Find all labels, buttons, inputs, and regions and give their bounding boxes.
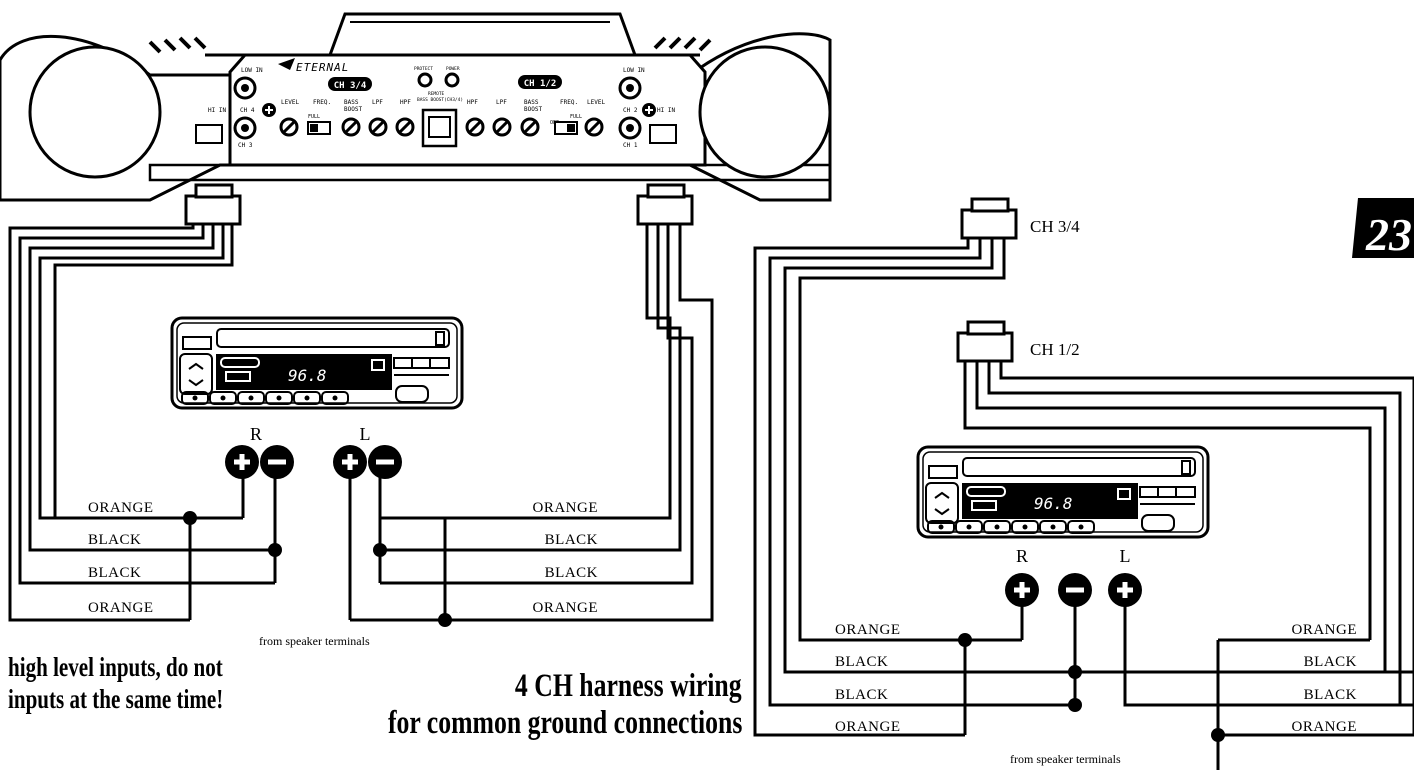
svg-text:CH 4: CH 4 xyxy=(240,107,255,114)
warning-line-1: high level inputs, do not xyxy=(8,652,223,682)
svg-text:POWER: POWER xyxy=(446,66,460,72)
svg-text:FREQ.: FREQ. xyxy=(313,99,331,106)
svg-text:BLACK: BLACK xyxy=(835,687,888,703)
svg-text:ORANGE: ORANGE xyxy=(88,500,154,516)
svg-text:BLACK: BLACK xyxy=(88,565,141,581)
left-wire-junctions xyxy=(183,511,452,627)
svg-text:FULL: FULL xyxy=(570,114,582,120)
svg-text:CH 3: CH 3 xyxy=(238,142,253,149)
svg-text:BASS: BASS xyxy=(344,99,359,106)
svg-text:CH 1: CH 1 xyxy=(623,142,638,149)
svg-text:BLACK: BLACK xyxy=(1304,687,1357,703)
ch34-badge: CH 3/4 xyxy=(328,77,372,91)
head-unit-right: 96.8 xyxy=(916,445,1210,539)
head-unit-left: 96.8 xyxy=(170,316,464,410)
svg-text:LEVEL: LEVEL xyxy=(587,99,605,106)
left-l-plus-icon xyxy=(333,445,367,479)
svg-text:REMOTE: REMOTE xyxy=(428,91,445,97)
svg-text:96.8: 96.8 xyxy=(288,366,327,385)
svg-text:BLACK: BLACK xyxy=(1304,654,1357,670)
svg-text:CH 3/4: CH 3/4 xyxy=(334,81,367,91)
svg-text:CH 1/2: CH 1/2 xyxy=(524,79,557,89)
svg-text:FREQ.: FREQ. xyxy=(560,99,578,106)
svg-text:BASS: BASS xyxy=(524,99,539,106)
left-wire-labels: ORANGE BLACK BLACK ORANGE ORANGE BLACK B… xyxy=(88,500,598,648)
svg-text:LOW IN: LOW IN xyxy=(623,67,645,74)
svg-text:ORANGE: ORANGE xyxy=(835,622,901,638)
svg-text:ORANGE: ORANGE xyxy=(88,600,154,616)
caption-line-2: for common ground connections xyxy=(387,705,742,741)
right-l-plus-icon xyxy=(1108,573,1142,607)
left-terminals xyxy=(225,445,402,479)
svg-text:BLACK: BLACK xyxy=(88,532,141,548)
svg-text:ORANGE: ORANGE xyxy=(533,500,599,516)
left-r-minus-icon xyxy=(260,445,294,479)
right-wire-junctions xyxy=(958,633,1225,742)
svg-text:ETERNAL: ETERNAL xyxy=(296,61,349,74)
right-wire-labels: ORANGE BLACK BLACK ORANGE ORANGE BLACK B… xyxy=(835,217,1357,766)
left-r-label: R xyxy=(250,424,262,444)
svg-text:HI IN: HI IN xyxy=(657,107,675,114)
right-r-plus-icon xyxy=(1005,573,1039,607)
right-ch12-label: CH 1/2 xyxy=(1030,340,1080,359)
ch12-badge: CH 1/2 xyxy=(518,75,562,89)
svg-text:from speaker terminals: from speaker terminals xyxy=(259,634,370,648)
amplifier: ETERNAL CH 3/4 CH 1/2 LOW IN LOW IN HI I… xyxy=(0,12,832,202)
svg-text:HPF: HPF xyxy=(400,99,411,106)
svg-text:HI IN: HI IN xyxy=(208,107,226,114)
svg-text:96.8: 96.8 xyxy=(1034,494,1073,513)
right-terminals xyxy=(1005,573,1142,607)
right-common-minus-icon xyxy=(1058,573,1092,607)
right-l-label: L xyxy=(1120,546,1131,566)
svg-text:LPF: LPF xyxy=(496,99,507,106)
svg-text:LPF: LPF xyxy=(372,99,383,106)
left-l-label: L xyxy=(360,424,371,444)
right-r-label: R xyxy=(1016,546,1028,566)
svg-text:BLACK: BLACK xyxy=(835,654,888,670)
left-harness-wires xyxy=(8,183,714,622)
right-ch34-label: CH 3/4 xyxy=(1030,217,1080,236)
svg-text:ORANGE: ORANGE xyxy=(835,719,901,735)
svg-text:23: 23 xyxy=(1365,209,1412,260)
right-harness-wires xyxy=(753,197,1414,770)
svg-text:FULL: FULL xyxy=(308,114,320,120)
svg-text:HPF: HPF xyxy=(467,99,478,106)
warning-line-2: inputs at the same time! xyxy=(8,684,224,714)
svg-text:BOOST: BOOST xyxy=(344,106,362,113)
left-l-minus-icon xyxy=(368,445,402,479)
svg-text:PROTECT: PROTECT xyxy=(414,66,433,72)
caption-line-1: 4 CH harness wiring xyxy=(515,668,742,704)
svg-text:ORANGE: ORANGE xyxy=(533,600,599,616)
left-r-plus-icon xyxy=(225,445,259,479)
svg-text:ORANGE: ORANGE xyxy=(1292,622,1358,638)
amp-logo: ETERNAL xyxy=(278,58,349,74)
svg-text:LEVEL: LEVEL xyxy=(281,99,299,106)
svg-text:BLACK: BLACK xyxy=(545,532,598,548)
svg-text:ORANGE: ORANGE xyxy=(1292,719,1358,735)
svg-text:BOOST: BOOST xyxy=(524,106,542,113)
svg-text:CH 2: CH 2 xyxy=(623,107,638,114)
svg-text:BLACK: BLACK xyxy=(545,565,598,581)
svg-text:LOW IN: LOW IN xyxy=(241,67,263,74)
page-number-badge: 23 xyxy=(1352,198,1414,260)
svg-text:BASS BOOST(CH3/4): BASS BOOST(CH3/4) xyxy=(417,97,463,103)
svg-text:from speaker terminals: from speaker terminals xyxy=(1010,752,1121,766)
